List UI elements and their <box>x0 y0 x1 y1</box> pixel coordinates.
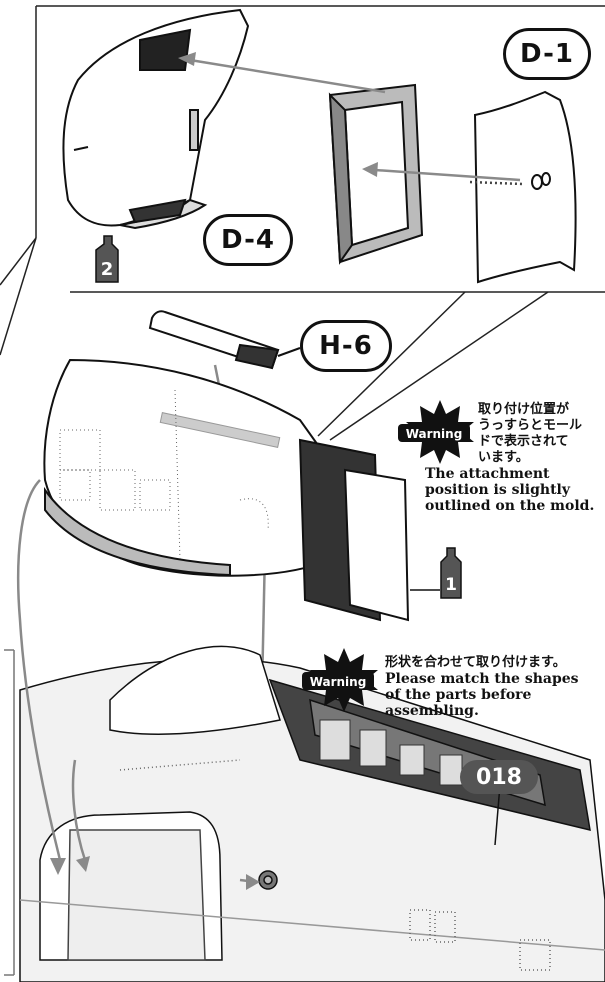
warning-note-1-jp-2: うっすらとモール <box>478 418 583 433</box>
left-side-frame <box>4 649 15 976</box>
warning-note-1: 取り付け位置が うっすらとモール ドで表示されて います。 <box>478 402 604 466</box>
panel-part-d1 <box>473 90 577 284</box>
step-badge-pointer <box>494 784 501 846</box>
callout-h6: H-6 <box>300 320 392 372</box>
callout-d1: D-1 <box>503 28 591 80</box>
warning-icon-2: Warning <box>302 648 378 712</box>
paint-marker-1: 1 <box>410 547 462 599</box>
warning-note-1-en-1: The attachment <box>425 466 550 482</box>
warning-note-2-en-1: Please match the shapes <box>385 671 579 687</box>
warning-note-1-en-3: outlined on the mold. <box>425 498 595 514</box>
warning-note-1-jp-3: ドで表示されて <box>478 434 569 449</box>
step-badge: 018 <box>460 760 538 794</box>
warning-note-1-jp-4: います。 <box>478 450 529 465</box>
warning-note-2-en-2: of the parts before <box>385 687 532 703</box>
warning-badge-label: Warning <box>406 427 463 441</box>
top-inset-frame <box>0 5 605 441</box>
canopy-panel <box>43 358 410 622</box>
warning-note-2: 形状を合わせて取り付けます。 Please match the shapes o… <box>385 655 603 719</box>
assembly-arrows-top <box>178 52 523 186</box>
callout-d4: D-4 <box>203 214 293 266</box>
warning-note-1-jp-1: 取り付け位置が <box>478 402 570 417</box>
warning-note-2-jp-1: 形状を合わせて取り付けます。 <box>385 655 566 670</box>
canopy-part <box>62 8 250 230</box>
warning-note-2-en-3: assembling. <box>385 703 479 719</box>
warning-icon: Warning <box>398 400 474 464</box>
warning-badge-label-2: Warning <box>310 675 367 689</box>
warning-note-1-en: The attachment position is slightly outl… <box>425 466 603 514</box>
routing-arrows-bottom <box>16 479 260 890</box>
paint-marker-1-label: 1 <box>445 575 457 595</box>
paint-marker-2-label: 2 <box>101 259 114 280</box>
paint-marker-2: 2 <box>95 235 119 283</box>
warning-note-1-en-2: position is slightly <box>425 482 570 498</box>
antenna-part-h6 <box>148 310 301 370</box>
